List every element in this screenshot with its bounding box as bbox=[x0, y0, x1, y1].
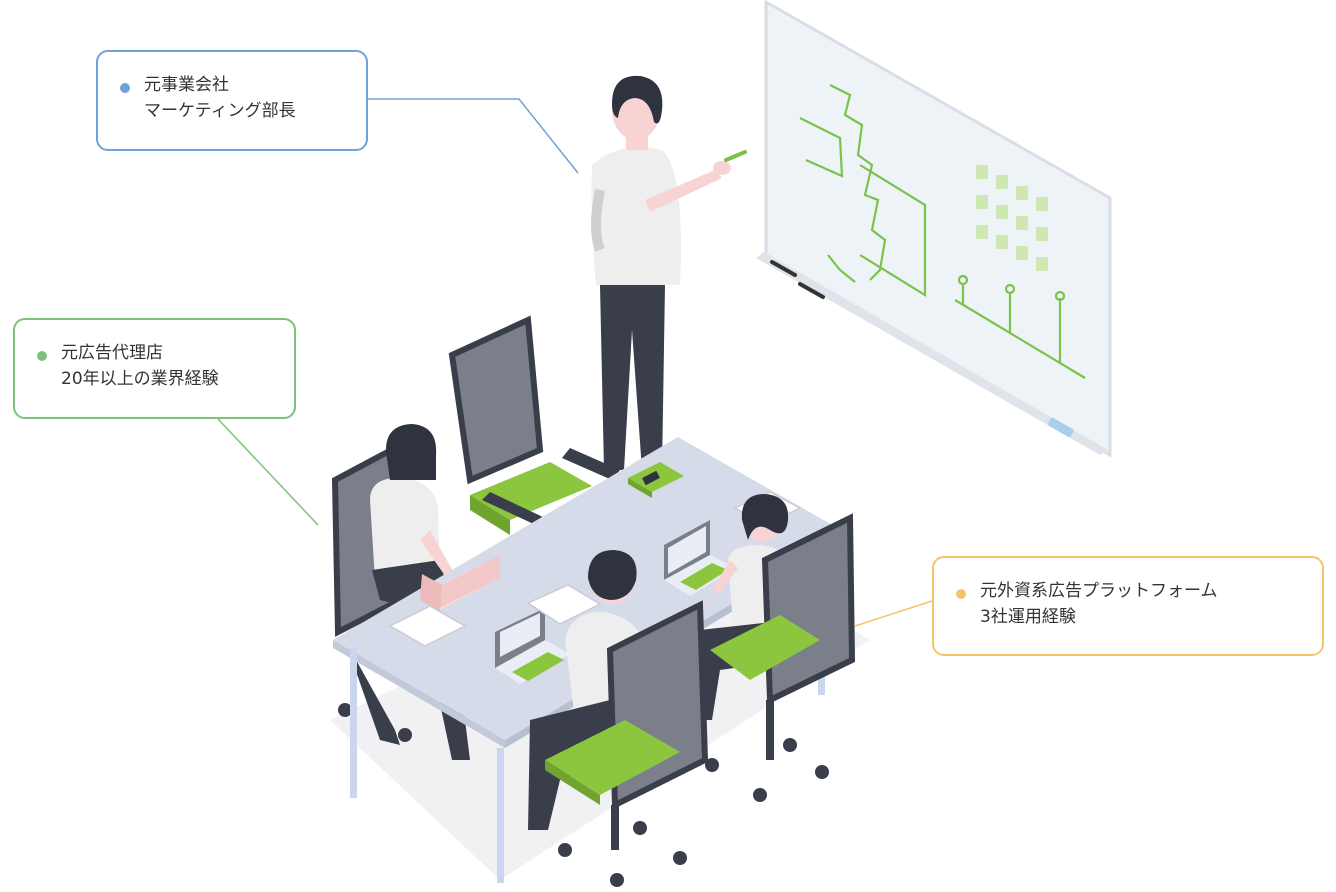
laptop-icon bbox=[420, 555, 500, 612]
callout-line-1: 元外資系広告プラットフォーム bbox=[980, 581, 1218, 601]
connector-platform bbox=[854, 600, 933, 627]
bullet-dot-icon bbox=[37, 351, 47, 361]
callout-line-2: 3社運用経験 bbox=[980, 607, 1076, 627]
bullet-dot-icon bbox=[956, 589, 966, 599]
laptop-icon bbox=[664, 520, 736, 596]
connector-manager bbox=[368, 98, 579, 174]
presenter-icon bbox=[591, 75, 747, 470]
connector-agency bbox=[217, 418, 319, 526]
notebook-icon bbox=[628, 462, 684, 498]
callout-manager: 元事業会社 マーケティング部長 bbox=[96, 50, 368, 151]
callout-platform: 元外資系広告プラットフォーム 3社運用経験 bbox=[932, 556, 1324, 656]
callout-agency: 元広告代理店 20年以上の業界経験 bbox=[13, 318, 296, 419]
whiteboard-icon bbox=[756, 0, 1112, 458]
office-chair-icon bbox=[545, 600, 709, 887]
bullet-dot-icon bbox=[120, 83, 130, 93]
callout-line-1: 元広告代理店 bbox=[61, 343, 163, 363]
callout-line-2: マーケティング部長 bbox=[144, 101, 296, 121]
office-chair-icon bbox=[448, 315, 620, 535]
callout-line-1: 元事業会社 bbox=[144, 75, 229, 95]
laptop-icon bbox=[495, 608, 570, 684]
office-chair-icon bbox=[705, 513, 856, 802]
callout-line-2: 20年以上の業界経験 bbox=[61, 369, 219, 389]
